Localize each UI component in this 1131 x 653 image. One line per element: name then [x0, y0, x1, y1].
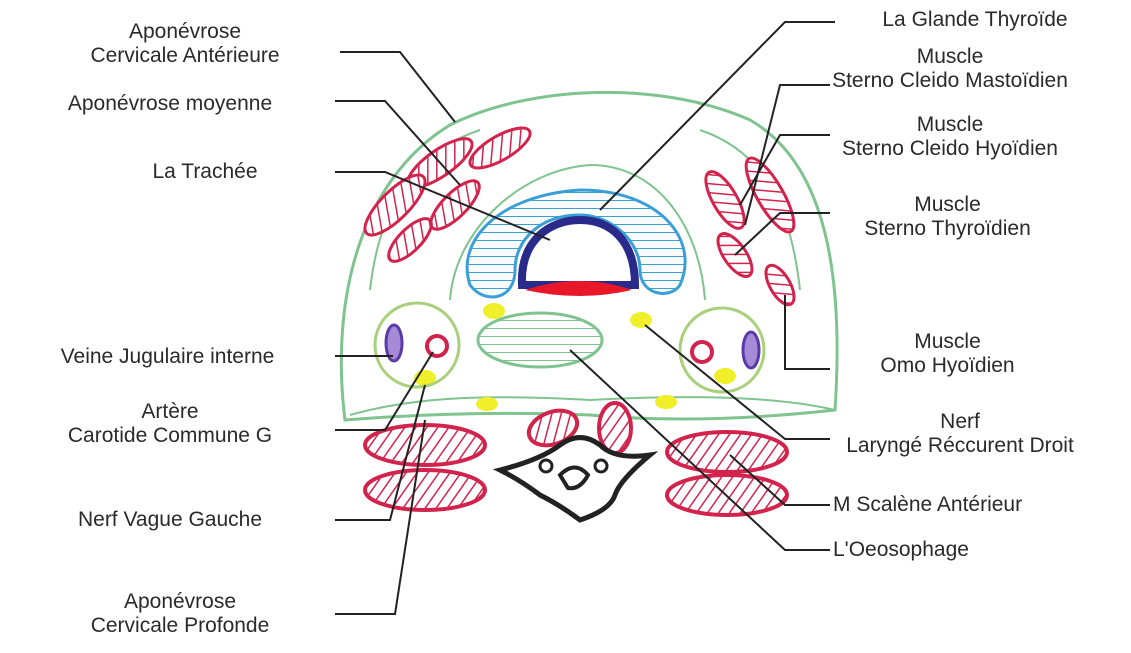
vertebra-hole-left: [540, 460, 552, 472]
right-muscle-4: [760, 261, 799, 309]
left-carotid-artery: [427, 336, 447, 356]
left-scalene-lower: [365, 470, 485, 510]
nerve-left-lower: [476, 397, 498, 411]
label-glande-thyroide: La Glande Thyroïde: [830, 8, 1120, 32]
label-oesophage: L'Oeosophage: [833, 538, 1123, 562]
label-aponevrose-moyenne: Aponévrose moyenne: [10, 92, 330, 116]
label-muscle-st: Muscle Sterno Thyroïdien: [800, 193, 1095, 241]
deep-fascia-line: [350, 397, 835, 415]
nerve-left-upper: [483, 303, 505, 319]
label-artere-carotide: Artère Carotide Commune G: [10, 400, 330, 448]
esophagus: [478, 313, 602, 367]
right-muscles: [699, 152, 803, 309]
nerve-right-lower: [655, 395, 677, 409]
leader-lines: [335, 22, 835, 614]
right-scalene-upper: [667, 432, 787, 472]
vertebra-hole-right: [595, 460, 607, 472]
label-m-scalene: M Scalène Antérieur: [833, 493, 1123, 517]
label-aponevrose-profonde: Aponévrose Cervicale Profonde: [30, 590, 330, 638]
label-muscle-scm: Muscle Sterno Cleido Mastoïdien: [790, 45, 1110, 93]
label-muscle-oh: Muscle Omo Hyoïdien: [820, 330, 1075, 378]
label-nerf-larynge: Nerf Laryngé Réccurent Droit: [800, 410, 1120, 458]
left-muscle-1: [465, 121, 536, 176]
trachea: [522, 220, 635, 285]
label-nerf-vague: Nerf Vague Gauche: [10, 508, 330, 532]
right-muscle-1: [738, 152, 803, 238]
label-la-trachee: La Trachée: [80, 160, 330, 184]
right-carotid-artery: [692, 342, 712, 362]
leader-cervicale-anterieure: [340, 52, 455, 122]
nerve-right-upper: [630, 312, 652, 328]
right-jugular-vein: [743, 332, 759, 368]
label-muscle-sch: Muscle Sterno Cleido Hyoïdien: [790, 113, 1110, 161]
label-aponevrose-cervicale-anterieure: Aponévrose Cervicale Antérieure: [20, 20, 350, 68]
label-veine-jugulaire: Veine Jugulaire interne: [5, 345, 330, 369]
nerve-right-vagus: [714, 368, 736, 384]
